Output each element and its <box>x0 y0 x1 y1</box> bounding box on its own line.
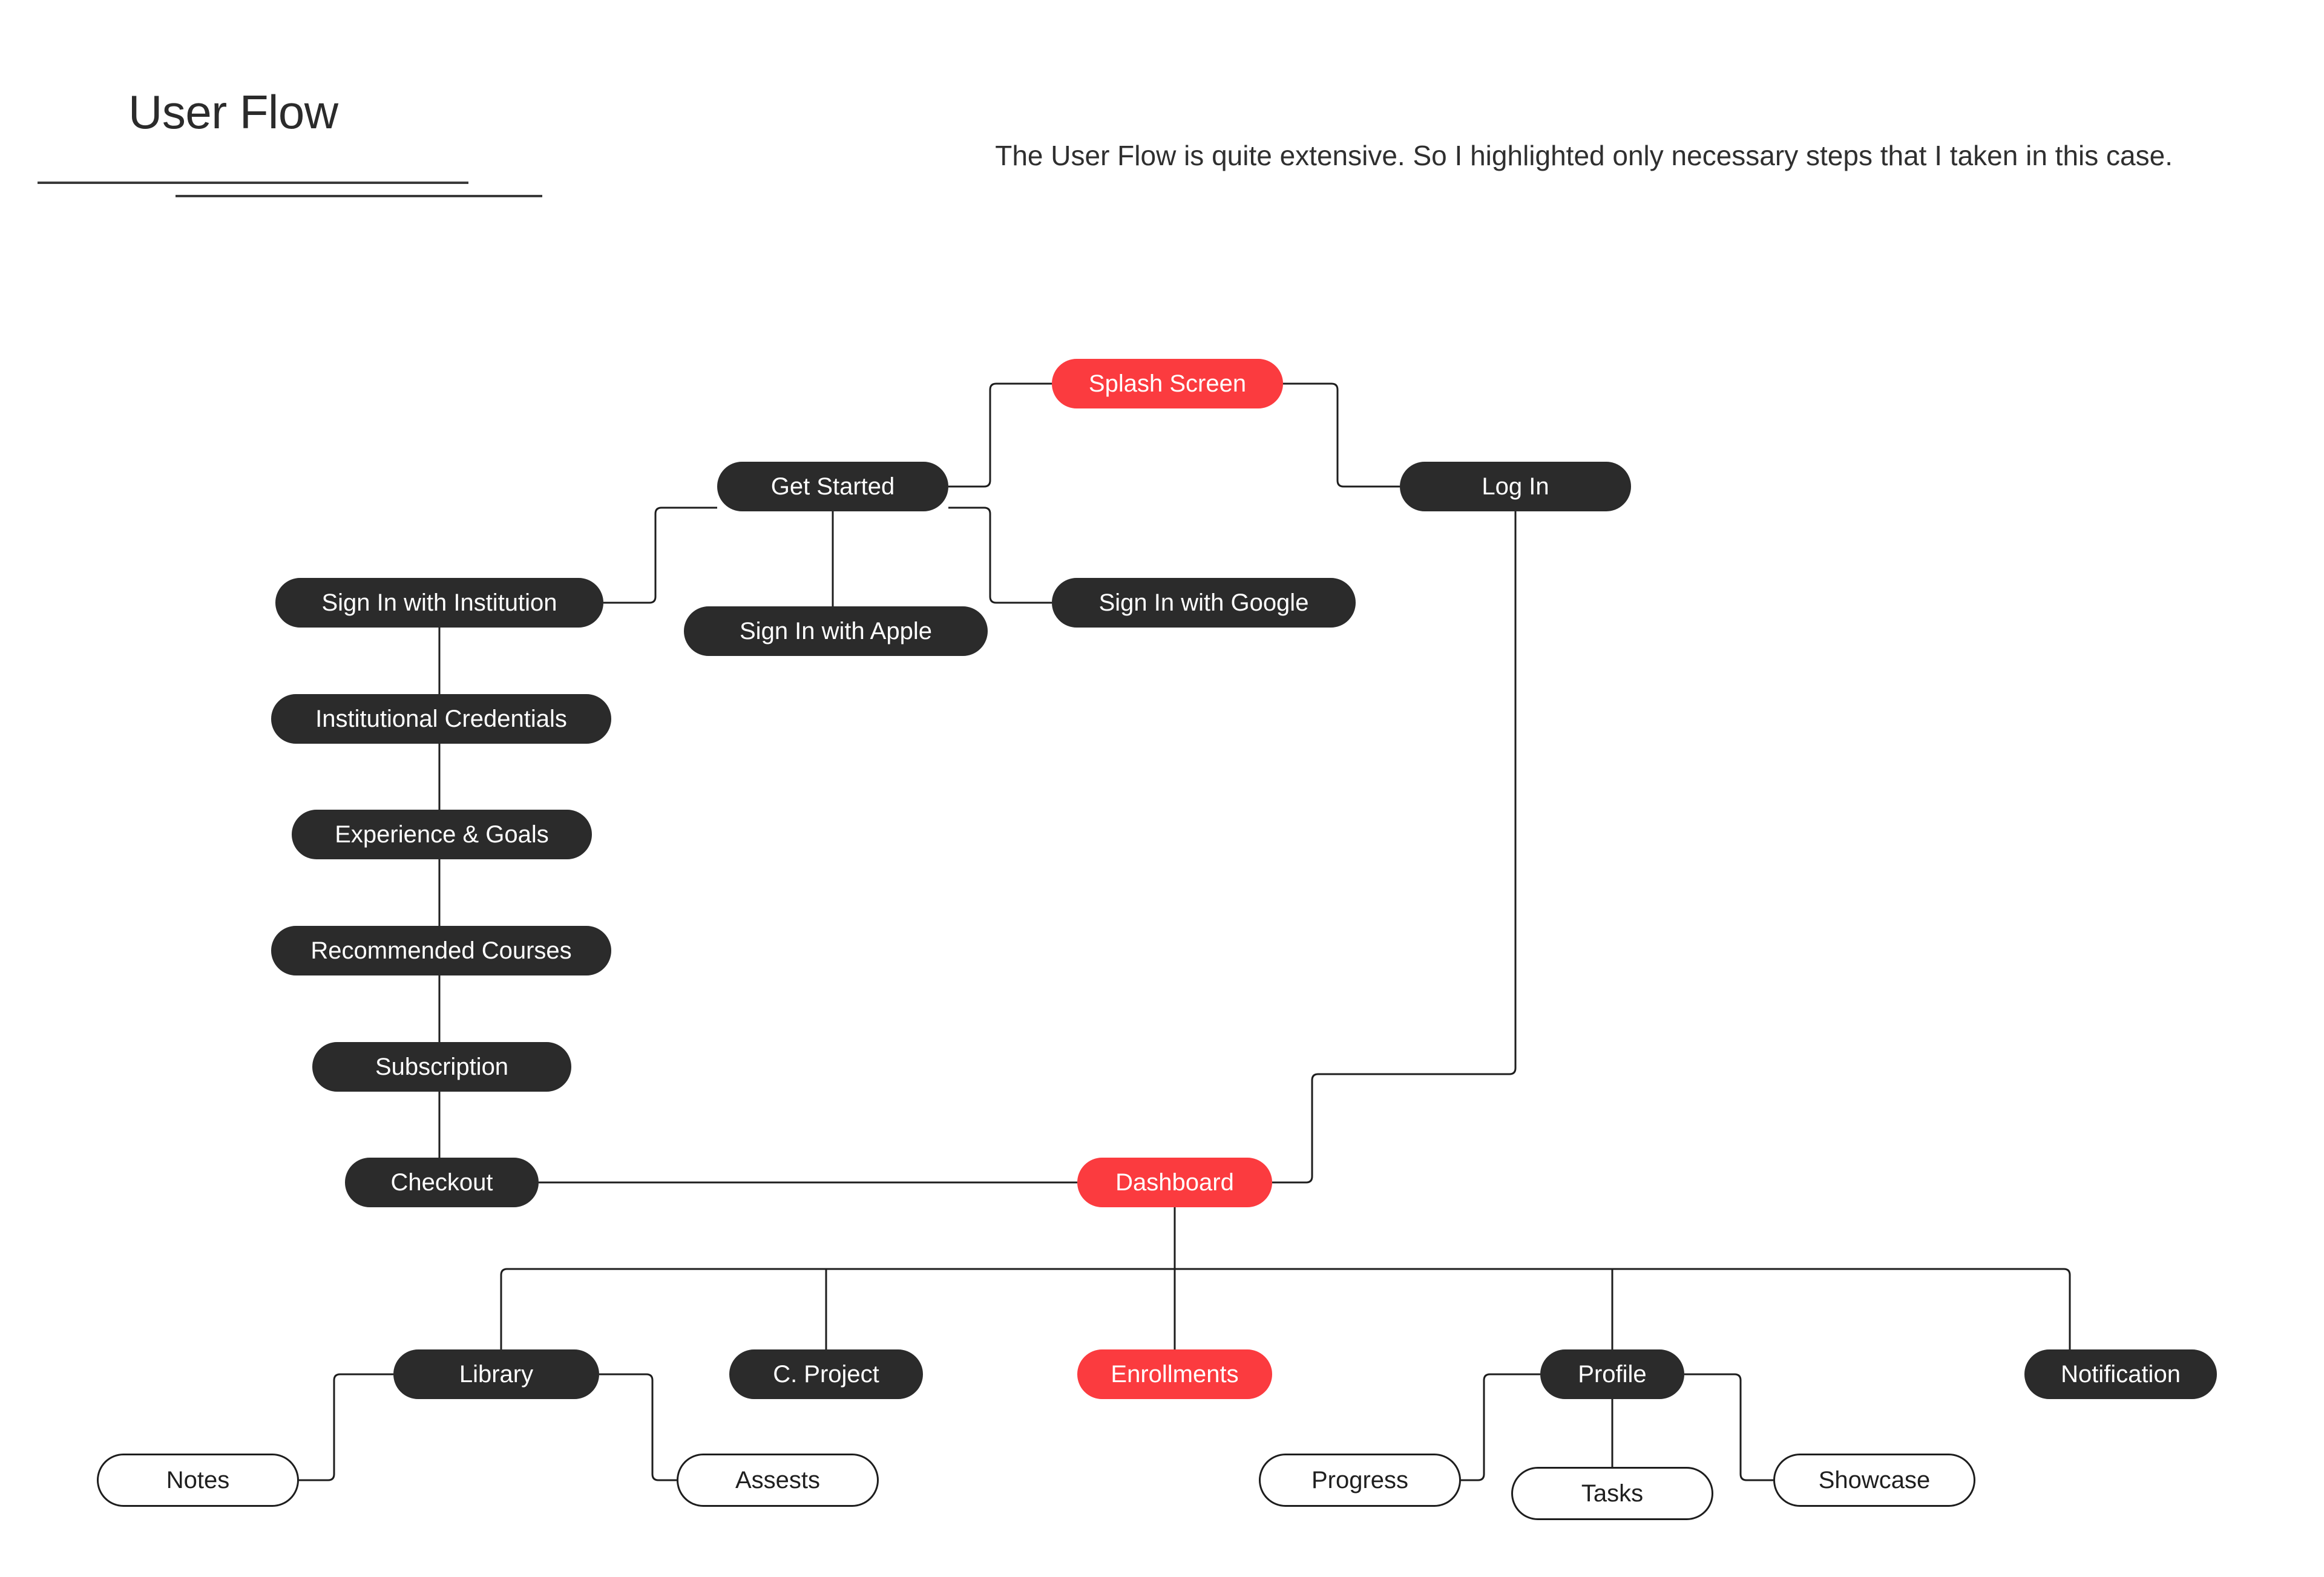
intro-description: The User Flow is quite extensive. So I h… <box>995 140 2173 171</box>
edge-profile-showcase <box>1684 1373 1773 1481</box>
node-experience-and-goals[interactable]: Experience & Goals <box>292 810 592 859</box>
node-tasks[interactable]: Tasks <box>1511 1467 1713 1520</box>
node-log-in[interactable]: Log In <box>1400 462 1631 511</box>
edge-get-started-sign-in-institution <box>603 507 717 604</box>
title-underline-bottom <box>176 195 542 197</box>
node-subscription[interactable]: Subscription <box>312 1042 571 1092</box>
node-sign-in-with-google[interactable]: Sign In with Google <box>1052 578 1356 628</box>
node-institutional-credentials[interactable]: Institutional Credentials <box>271 694 611 744</box>
page-title: User Flow <box>128 85 338 139</box>
edge-splash-screen-log-in <box>1283 382 1400 488</box>
edge-get-started-splash-screen <box>948 382 1052 488</box>
node-notification[interactable]: Notification <box>2024 1349 2217 1399</box>
node-c-project[interactable]: C. Project <box>729 1349 923 1399</box>
node-profile[interactable]: Profile <box>1540 1349 1684 1399</box>
node-library[interactable]: Library <box>393 1349 599 1399</box>
node-recommended-courses[interactable]: Recommended Courses <box>271 926 611 975</box>
edge-get-started-sign-in-google <box>948 507 1052 604</box>
node-assests[interactable]: Assests <box>677 1454 879 1507</box>
node-sign-in-with-apple[interactable]: Sign In with Apple <box>684 606 988 656</box>
edge-bottom-bus <box>500 1268 2071 1349</box>
node-get-started[interactable]: Get Started <box>717 462 948 511</box>
node-showcase[interactable]: Showcase <box>1773 1454 1975 1507</box>
node-sign-in-with-institution[interactable]: Sign In with Institution <box>275 578 603 628</box>
edge-profile-progress <box>1461 1373 1540 1481</box>
title-underline-top <box>38 182 468 184</box>
node-splash-screen[interactable]: Splash Screen <box>1052 359 1283 408</box>
node-checkout[interactable]: Checkout <box>345 1158 539 1207</box>
node-notes[interactable]: Notes <box>97 1454 299 1507</box>
edge-library-notes <box>299 1373 393 1481</box>
node-enrollments[interactable]: Enrollments <box>1077 1349 1272 1399</box>
node-progress[interactable]: Progress <box>1259 1454 1461 1507</box>
edge-library-assests <box>599 1373 677 1481</box>
node-dashboard[interactable]: Dashboard <box>1077 1158 1272 1207</box>
